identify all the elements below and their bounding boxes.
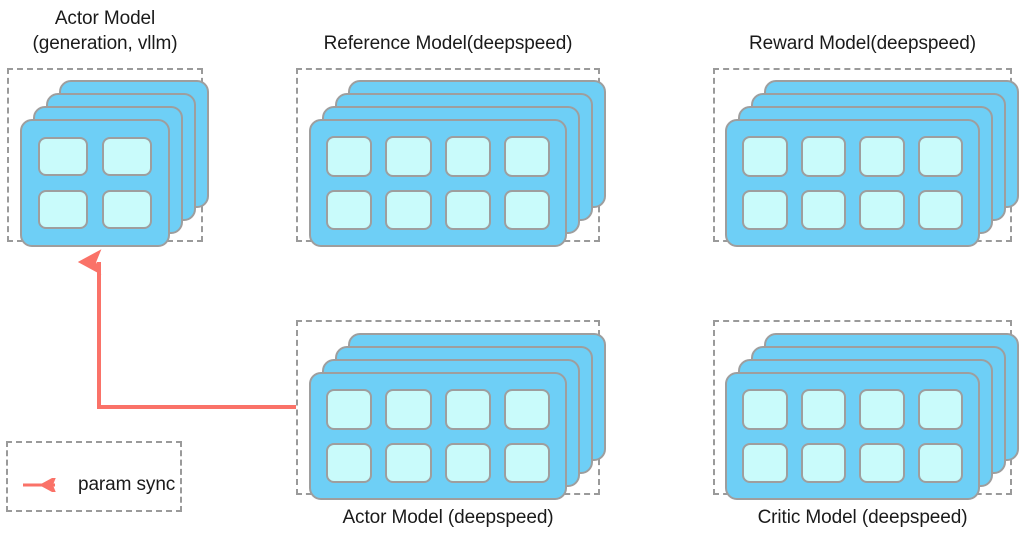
legend-arrow-icon: [23, 478, 68, 492]
group-title-critic-deepspeed: Critic Model (deepspeed): [757, 507, 968, 528]
card-cell: [326, 442, 373, 483]
group-title-reference-deepspeed: Reference Model(deepspeed): [323, 33, 573, 54]
card-stack-actor-deepspeed: [298, 322, 606, 500]
group-box-actor-vllm: [7, 68, 209, 247]
card-cell: [742, 189, 788, 230]
card-cell: [917, 189, 963, 230]
group-title-actor-deepspeed: Actor Model (deepspeed): [342, 507, 554, 528]
card-cell: [326, 189, 373, 230]
card-cell: [800, 189, 846, 230]
group-title-reward-deepspeed: Reward Model(deepspeed): [749, 33, 976, 54]
card-cell-grid: [22, 121, 168, 245]
card-cell-grid: [311, 374, 565, 498]
legend-entry-param-sync: param sync: [22, 474, 175, 496]
card-cell: [859, 389, 905, 430]
group-box-actor-deepspeed: [296, 320, 606, 500]
stack-card-front: [20, 119, 170, 247]
card-cell: [38, 137, 88, 176]
card-cell: [742, 136, 788, 177]
card-cell: [444, 189, 491, 230]
card-cell: [800, 136, 846, 177]
card-cell-grid: [727, 374, 978, 498]
card-cell: [385, 189, 432, 230]
card-cell: [38, 190, 88, 229]
group-box-critic-deepspeed: [713, 320, 1019, 500]
card-cell: [102, 190, 152, 229]
param-sync-arrow-path: [99, 262, 296, 409]
card-cell-grid: [727, 121, 978, 245]
card-cell: [385, 442, 432, 483]
group-box-reference-deepspeed: [296, 68, 606, 247]
legend-box: param sync: [6, 441, 182, 512]
card-cell: [859, 189, 905, 230]
card-cell: [917, 442, 963, 483]
group-box-reward-deepspeed: [713, 68, 1019, 247]
card-stack-reward-deepspeed: [715, 70, 1019, 247]
card-cell: [742, 442, 788, 483]
card-cell: [859, 442, 905, 483]
card-cell-grid: [311, 121, 565, 245]
stack-card-front: [309, 372, 567, 500]
card-cell: [326, 136, 373, 177]
stack-card-front: [309, 119, 567, 247]
card-cell: [444, 442, 491, 483]
card-cell: [444, 389, 491, 430]
card-cell: [800, 442, 846, 483]
card-cell: [444, 136, 491, 177]
card-stack-actor-vllm: [9, 70, 209, 247]
card-cell: [503, 189, 550, 230]
card-cell: [503, 389, 550, 430]
stack-card-front: [725, 372, 980, 500]
legend-label-param-sync: param sync: [78, 474, 176, 495]
card-cell: [385, 389, 432, 430]
card-stack-reference-deepspeed: [298, 70, 606, 247]
card-cell: [917, 136, 963, 177]
card-stack-critic-deepspeed: [715, 322, 1019, 500]
stack-card-front: [725, 119, 980, 247]
card-cell: [503, 442, 550, 483]
card-cell: [742, 389, 788, 430]
card-cell: [800, 389, 846, 430]
card-cell: [385, 136, 432, 177]
group-title-actor-vllm: Actor Model (generation, vllm): [32, 8, 178, 54]
card-cell: [102, 137, 152, 176]
card-cell: [326, 389, 373, 430]
card-cell: [503, 136, 550, 177]
card-cell: [859, 136, 905, 177]
card-cell: [917, 389, 963, 430]
